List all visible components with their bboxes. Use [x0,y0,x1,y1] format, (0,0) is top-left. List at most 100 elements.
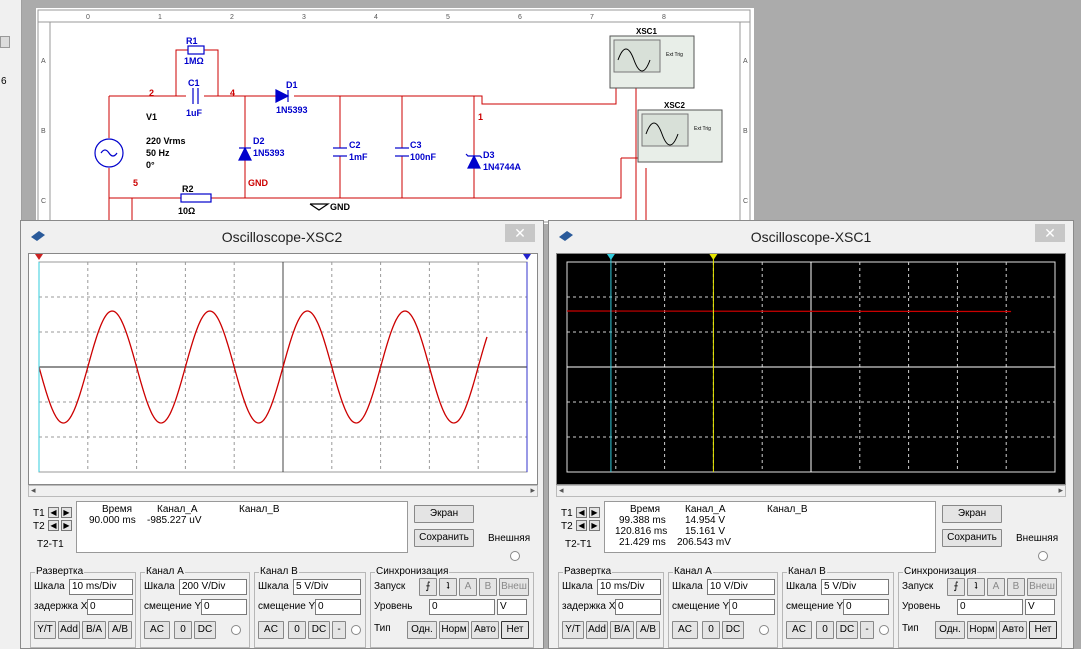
source-v1-wave [100,149,118,157]
external-trigger-radio[interactable] [510,551,520,561]
rising-edge-icon[interactable]: ⨍ [947,578,965,596]
t2-right-arrow-icon[interactable]: ▶ [589,520,600,531]
close-icon[interactable]: ✕ [1035,224,1065,242]
t2-left-arrow-icon[interactable]: ◀ [576,520,587,531]
falling-edge-icon[interactable]: ʇ [967,578,985,596]
ab-mode-button[interactable]: A/B [636,621,660,639]
scroll-right-icon[interactable]: ▸ [530,485,535,495]
channel-b-zero-button[interactable]: 0 [816,621,834,639]
channel-b-scale-input[interactable]: 5 V/Div [293,579,361,595]
channel-b-invert-button[interactable]: - [332,621,346,639]
trigger-level-input[interactable]: 0 [429,599,495,615]
scope-screen[interactable] [28,253,538,485]
channel-b-radio[interactable] [879,625,889,635]
timebase-scale-input[interactable]: 10 ms/Div [69,579,133,595]
trigger-b-button[interactable]: B [479,578,497,596]
trigger-ext-button[interactable]: Внеш [499,578,529,596]
save-button[interactable]: Сохранить [414,529,474,547]
trigger-a-button[interactable]: A [459,578,477,596]
t1-left-arrow-icon[interactable]: ◀ [48,507,59,518]
channel-b-ac-button[interactable]: AC [258,621,284,639]
trigger-auto-button[interactable]: Авто [999,621,1027,639]
title-bar[interactable]: Oscilloscope-XSC1 ✕ [549,221,1073,251]
rising-edge-icon[interactable]: ⨍ [419,578,437,596]
timebase-delay-input[interactable]: 0 [87,599,133,615]
screen-button[interactable]: Экран [414,505,474,523]
t1-right-arrow-icon[interactable]: ▶ [589,507,600,518]
channel-b-offset-input[interactable]: 0 [315,599,361,615]
ba-mode-button[interactable]: B/A [82,621,106,639]
add-mode-button[interactable]: Add [58,621,80,639]
trigger-level-input[interactable]: 0 [957,599,1023,615]
yt-mode-button[interactable]: Y/T [34,621,56,639]
trigger-a-button[interactable]: A [987,578,1005,596]
trigger-normal-button[interactable]: Норм [967,621,997,639]
channel-a-radio[interactable] [231,625,241,635]
channel-b-radio[interactable] [351,625,361,635]
t2-left-arrow-icon[interactable]: ◀ [48,520,59,531]
timebase-delay-input[interactable]: 0 [615,599,661,615]
channel-a-ac-button[interactable]: AC [672,621,698,639]
save-button[interactable]: Сохранить [942,529,1002,547]
timebase-group: Развертка Шкала 10 ms/Div задержка X 0 Y… [558,566,664,648]
title-bar[interactable]: Oscilloscope-XSC2 ✕ [21,221,543,251]
scroll-right-icon[interactable]: ▸ [1058,485,1063,495]
app-icon [31,231,45,241]
scope-scrollbar[interactable]: ◂▸ [28,485,538,497]
channel-a-scale-input[interactable]: 10 V/Div [707,579,775,595]
scope-screen[interactable] [556,253,1066,485]
t1-time-value: 99.388 ms [619,515,666,526]
external-trigger-radio[interactable] [1038,551,1048,561]
yt-mode-button[interactable]: Y/T [562,621,584,639]
control-panel: T1 ◀ ▶ T2 ◀ ▶ T2-T1 Время Канал_A Канал_… [556,499,1066,649]
add-mode-button[interactable]: Add [586,621,608,639]
scroll-left-icon[interactable]: ◂ [31,485,36,495]
scope-scrollbar[interactable]: ◂▸ [556,485,1066,497]
trigger-single-button[interactable]: Одн. [935,621,965,639]
channel-a-zero-button[interactable]: 0 [702,621,720,639]
channel-a-radio[interactable] [759,625,769,635]
channel-b-title: Канал В [259,566,299,577]
label-xsc2: XSC2 [664,101,685,110]
channel-a-dc-button[interactable]: DC [194,621,216,639]
trigger-normal-button[interactable]: Норм [439,621,469,639]
trigger-unit-select[interactable]: V [1025,599,1055,615]
channel-b-zero-button[interactable]: 0 [288,621,306,639]
screen-button[interactable]: Экран [942,505,1002,523]
t1-right-arrow-icon[interactable]: ▶ [61,507,72,518]
trigger-b-button[interactable]: B [1007,578,1025,596]
instrument-xsc1: Ext Trig [609,35,695,89]
scroll-left-icon[interactable]: ◂ [559,485,564,495]
t1-left-arrow-icon[interactable]: ◀ [576,507,587,518]
ba-mode-button[interactable]: B/A [610,621,634,639]
trigger-auto-button[interactable]: Авто [471,621,499,639]
channel-b-dc-button[interactable]: DC [836,621,858,639]
channel-b-invert-button[interactable]: - [860,621,874,639]
channel-b-dc-button[interactable]: DC [308,621,330,639]
trigger-unit-select[interactable]: V [497,599,527,615]
channel-a-scale-input[interactable]: 200 V/Div [179,579,247,595]
panel-tab[interactable] [0,36,10,48]
channel-a-dc-button[interactable]: DC [722,621,744,639]
timebase-scale-input[interactable]: 10 ms/Div [597,579,661,595]
oscilloscope-window-xsc1[interactable]: Oscilloscope-XSC1 ✕ ◂▸ T1 ◀ ▶ T2 ◀ ▶ T2-… [548,220,1074,649]
channel-a-offset-input[interactable]: 0 [201,599,247,615]
channel-b-scale-input[interactable]: 5 V/Div [821,579,889,595]
trigger-single-button[interactable]: Одн. [407,621,437,639]
channel-a-offset-input[interactable]: 0 [729,599,775,615]
channel-b-ac-button[interactable]: AC [786,621,812,639]
trigger-none-button[interactable]: Нет [1029,621,1057,639]
falling-edge-icon[interactable]: ʇ [439,578,457,596]
t2-right-arrow-icon[interactable]: ▶ [61,520,72,531]
ab-mode-button[interactable]: A/B [108,621,132,639]
trigger-ext-button[interactable]: Внеш [1027,578,1057,596]
close-icon[interactable]: ✕ [505,224,535,242]
trigger-none-button[interactable]: Нет [501,621,529,639]
channel-b-offset-input[interactable]: 0 [843,599,889,615]
trigger-title: Синхронизация [903,566,978,577]
oscilloscope-window-xsc2[interactable]: Oscilloscope-XSC2 ✕ ◂▸ T1 ◀ ▶ T2 ◀ ▶ T2-… [20,220,544,649]
channel-a-zero-button[interactable]: 0 [174,621,192,639]
channel-a-ac-button[interactable]: AC [144,621,170,639]
